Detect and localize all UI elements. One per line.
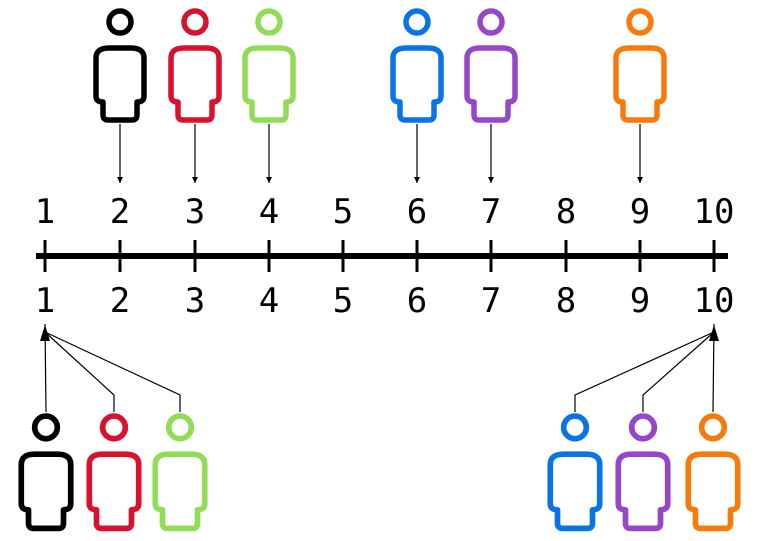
person-head [165,413,195,442]
bottom-label-9: 9 [630,281,650,321]
bottom-person-6-icon [685,413,741,532]
bottom-arrowhead-10 [709,325,719,341]
top-label-5: 5 [333,192,353,232]
top-person-5-icon [464,8,518,123]
person-body [93,45,147,123]
person-head [255,8,283,36]
bottom-label-6: 6 [407,281,427,321]
axis-ticks [43,240,716,272]
bottom-label-1: 1 [35,281,55,321]
top-label-1: 1 [35,192,55,232]
bottom-label-10: 10 [694,281,735,321]
bottom-connectors [40,323,719,413]
bottom-person-3-icon [152,413,208,532]
bottom-label-7: 7 [481,281,501,321]
bottom-arrowhead-1 [40,325,50,341]
bottom-person-5-icon [615,413,671,532]
person-head [181,8,209,36]
person-body [152,451,208,532]
bottom-label-2: 2 [110,281,130,321]
bottom-connector-2 [44,331,115,412]
person-body [685,451,741,532]
bottom-person-icons [18,413,741,532]
top-label-2: 2 [110,192,130,232]
top-person-2-icon [168,8,222,123]
top-person-6-icon [613,8,667,123]
top-person-1-icon [93,8,147,123]
bottom-connector-4 [574,331,715,412]
top-label-7: 7 [481,192,501,232]
bottom-person-4-icon [547,413,603,532]
person-head [628,413,658,442]
bottom-person-1-icon [18,413,74,532]
top-person-3-icon [242,8,296,123]
top-connectors [117,124,643,183]
top-label-3: 3 [185,192,205,232]
person-body [547,451,603,532]
bottom-label-3: 3 [185,281,205,321]
person-body [613,45,667,123]
person-body [168,45,222,123]
person-head [403,8,431,36]
person-head [99,413,129,442]
bottom-person-2-icon [86,413,142,532]
top-person-icons [93,8,667,123]
bottom-tick-labels: 1 2 3 4 5 6 7 8 9 10 [35,281,735,321]
bottom-connector-5 [642,331,715,412]
bottom-label-4: 4 [259,281,279,321]
person-body [464,45,518,123]
bottom-connector-3 [44,331,181,412]
top-person-4-icon [390,8,444,123]
top-label-8: 8 [556,192,576,232]
top-label-10: 10 [694,192,735,232]
person-body [86,451,142,532]
top-tick-labels: 1 2 3 4 5 6 7 8 9 10 [35,192,735,232]
person-head [477,8,505,36]
person-head [698,413,728,442]
top-label-6: 6 [407,192,427,232]
bottom-label-5: 5 [333,281,353,321]
person-head [106,8,134,36]
top-label-9: 9 [630,192,650,232]
person-body [615,451,671,532]
person-head [626,8,654,36]
person-body [242,45,296,123]
top-label-4: 4 [259,192,279,232]
person-body [18,451,74,532]
person-head [560,413,590,442]
bottom-label-8: 8 [556,281,576,321]
person-head [31,413,61,442]
person-body [390,45,444,123]
